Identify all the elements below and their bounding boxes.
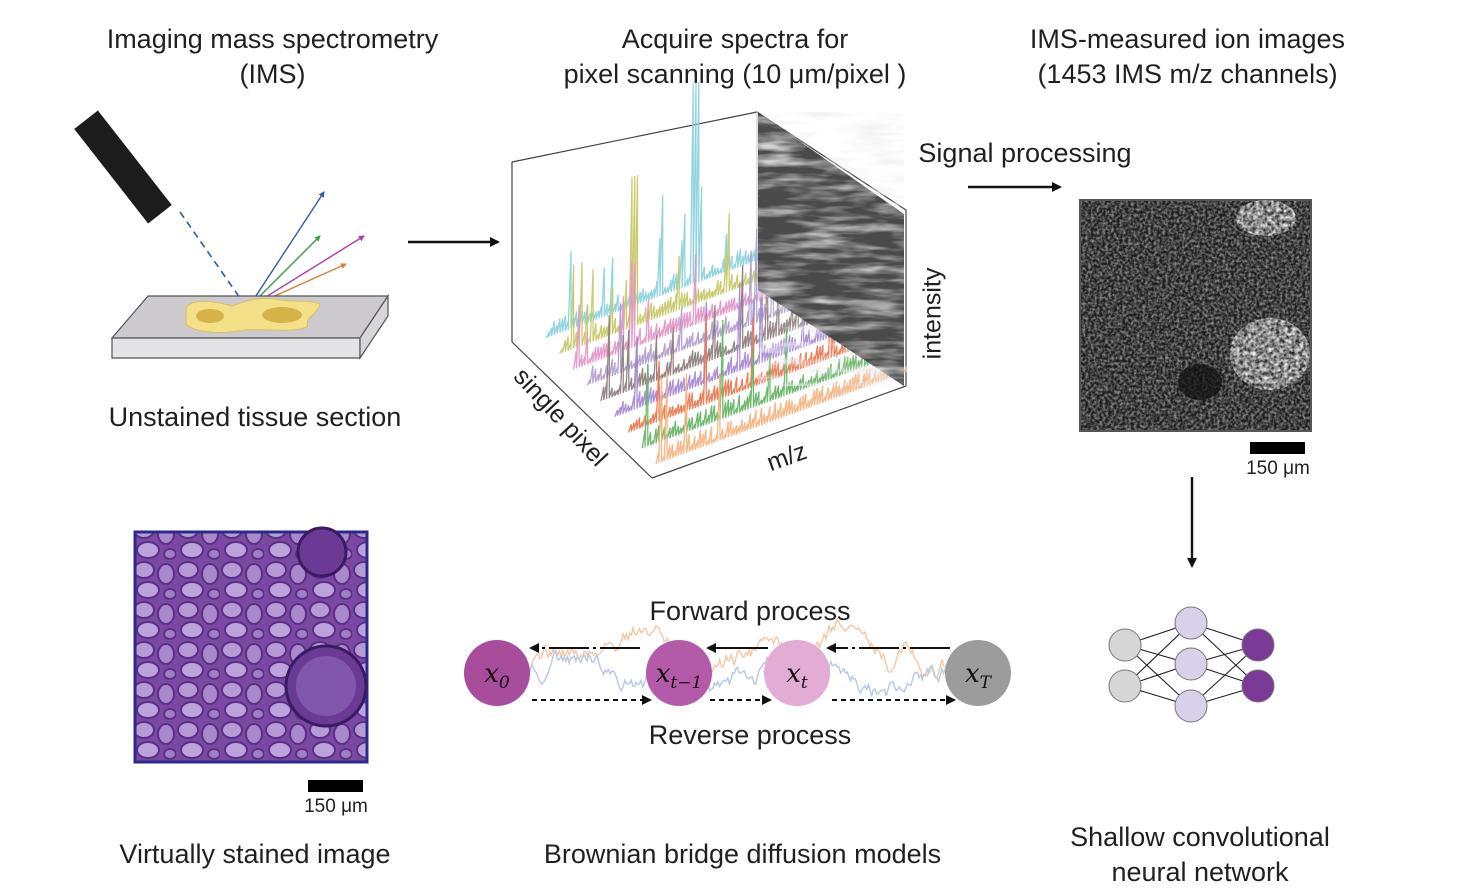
brownian-path-blue	[529, 649, 956, 697]
svg-text:xT: xT	[965, 659, 993, 693]
cnn-nodes	[1108, 606, 1275, 723]
svg-text:xt: xt	[786, 659, 808, 693]
spectra-series	[545, 81, 907, 465]
cnn-caption-line2: neural network	[1111, 857, 1289, 887]
cnn-output-node-1	[1241, 628, 1275, 662]
ion-image	[1079, 199, 1312, 454]
spectrum-series-9	[655, 302, 907, 465]
cnn-diagram	[1108, 606, 1275, 723]
ims-title-line2: (IMS)	[239, 59, 306, 89]
svg-text:x0: x0	[484, 659, 510, 693]
virtual-caption: Virtually stained image	[119, 839, 391, 869]
laser-probe	[74, 110, 172, 224]
cnn-output-node-2	[1241, 669, 1275, 703]
node-xt-minus-1: xt−1	[646, 640, 712, 706]
ims-title-line1: Imaging mass spectrometry	[106, 24, 439, 54]
signal-processing-label: Signal processing	[918, 138, 1132, 168]
spectra-3d-plot	[511, 81, 907, 479]
brownian-path-orange	[529, 617, 956, 682]
ion-images-title-line1: IMS-measured ion images	[1029, 24, 1346, 54]
bbdm-caption: Brownian bridge diffusion models	[543, 839, 942, 869]
ion-images-title-line2: (1453 IMS m/z channels)	[1037, 59, 1338, 89]
ims-illustration	[74, 110, 390, 360]
cnn-hidden-node-2	[1174, 647, 1208, 681]
node-xT: xT	[945, 640, 1011, 706]
ion-hotspot-1	[1236, 200, 1296, 236]
spectrum-series-5	[600, 224, 852, 402]
svg-text:xt−1: xt−1	[656, 659, 703, 693]
spectrum-series-6	[614, 263, 866, 417]
ion-dark-region	[1178, 364, 1222, 400]
reverse-process-label: Reverse process	[649, 720, 852, 750]
ims-caption: Unstained tissue section	[108, 402, 402, 432]
virtual-scalebar-label: 150 μm	[304, 796, 368, 817]
cnn-hidden-node-3	[1174, 689, 1208, 723]
ion-hotspot-2	[1230, 318, 1310, 390]
ion-image-slice	[758, 112, 904, 386]
ion-images-title: IMS-measured ion images (1453 IMS m/z ch…	[990, 22, 1385, 92]
cnn-input-node-2	[1108, 669, 1142, 703]
tissue-section	[185, 297, 321, 333]
cnn-hidden-node-1	[1174, 606, 1208, 640]
node-x0: x0	[464, 640, 530, 706]
glomerulus-2	[296, 526, 348, 578]
spectra-title: Acquire spectra for pixel scanning (10 μ…	[530, 22, 940, 92]
emitted-ions	[247, 191, 365, 309]
cnn-caption: Shallow convolutional neural network	[1030, 820, 1370, 890]
cnn-input-node-1	[1108, 628, 1142, 662]
laser-beam	[179, 211, 248, 309]
axis-intensity-label: intensity	[918, 267, 947, 360]
tissue-region-2	[262, 307, 302, 323]
virtual-scalebar	[308, 780, 363, 792]
bbdm-diagram: Forward process Reverse process x0 xt−1 xt…	[464, 596, 1011, 750]
spectra-title-line2: pixel scanning (10 μm/pixel )	[563, 59, 907, 89]
spectra-title-line1: Acquire spectra for	[621, 24, 849, 54]
virtual-stain-image	[133, 526, 369, 792]
cnn-caption-line1: Shallow convolutional	[1070, 822, 1330, 852]
ion-image-scalebar-label: 150 μm	[1246, 458, 1310, 479]
forward-process-label: Forward process	[649, 596, 850, 626]
bbdm-nodes: x0 xt−1 xt xT	[464, 640, 1011, 706]
ims-title: Imaging mass spectrometry (IMS)	[60, 22, 485, 92]
tissue-region-1	[196, 309, 224, 323]
node-xt: xt	[764, 640, 830, 706]
ion-image-scalebar	[1250, 442, 1305, 454]
